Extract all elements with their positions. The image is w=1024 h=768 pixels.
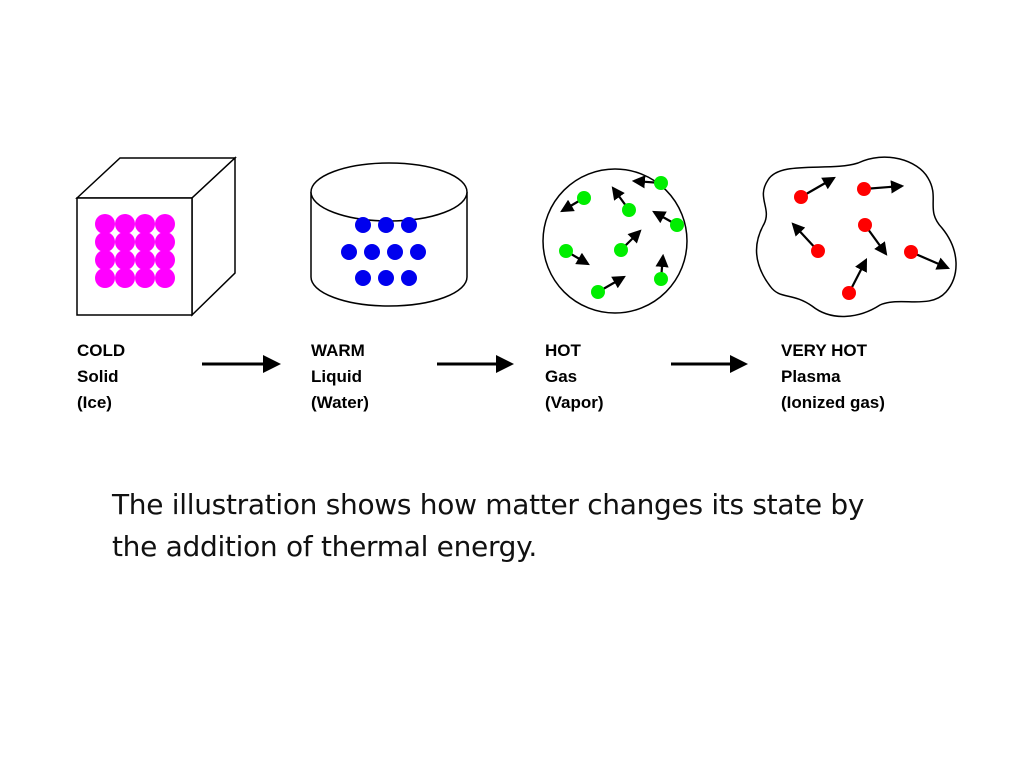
plasma-particles (791, 176, 951, 300)
particle (577, 191, 591, 205)
particle (95, 232, 115, 252)
particle (622, 203, 636, 217)
stage-label-solid: COLD Solid (Ice) (77, 338, 125, 416)
particle (95, 250, 115, 270)
particle (794, 190, 808, 204)
particle (355, 217, 371, 233)
stage-example: (Ionized gas) (781, 393, 885, 412)
particle (155, 232, 175, 252)
gas-particles (559, 175, 684, 299)
stage-example: (Vapor) (545, 393, 604, 412)
particle (904, 245, 918, 259)
states-of-matter-diagram (75, 156, 957, 373)
particle (614, 243, 628, 257)
stage-example: (Water) (311, 393, 369, 412)
particle (378, 217, 394, 233)
stage-temperature: WARM (311, 341, 365, 360)
stage-state: Liquid (311, 367, 362, 386)
particle (410, 244, 426, 260)
particle (364, 244, 380, 260)
particle (135, 214, 155, 234)
particle (115, 214, 135, 234)
particle (115, 250, 135, 270)
particle (135, 268, 155, 288)
particle (401, 270, 417, 286)
particle (401, 217, 417, 233)
particle (811, 244, 825, 258)
stage-label-plasma: VERY HOT Plasma (Ionized gas) (781, 338, 885, 416)
stage-state: Plasma (781, 367, 841, 386)
particle (559, 244, 573, 258)
particle (155, 214, 175, 234)
particle (341, 244, 357, 260)
stage-temperature: VERY HOT (781, 341, 867, 360)
particle (654, 272, 668, 286)
solid-cube (75, 156, 237, 317)
particle (135, 250, 155, 270)
particle (654, 176, 668, 190)
particle (115, 232, 135, 252)
caption-text: The illustration shows how matter change… (112, 488, 865, 563)
stage-label-gas: HOT Gas (Vapor) (545, 338, 604, 416)
liquid-particles (341, 217, 426, 286)
stage-label-liquid: WARM Liquid (Water) (311, 338, 369, 416)
stage-example: (Ice) (77, 393, 112, 412)
particle (858, 218, 872, 232)
gas-container (542, 168, 688, 314)
particle (355, 270, 371, 286)
particle (670, 218, 684, 232)
particle (857, 182, 871, 196)
particle (155, 250, 175, 270)
liquid-container (310, 162, 468, 307)
particle (135, 232, 155, 252)
particle (387, 244, 403, 260)
solid-particles (95, 214, 175, 288)
particle (155, 268, 175, 288)
particle (95, 268, 115, 288)
particle (842, 286, 856, 300)
particle (591, 285, 605, 299)
stage-state: Gas (545, 367, 578, 386)
stage-temperature: COLD (77, 341, 126, 360)
particle (95, 214, 115, 234)
stage-state: Solid (77, 367, 119, 386)
stage-temperature: HOT (545, 341, 581, 360)
particle (378, 270, 394, 286)
plasma-container (755, 156, 957, 318)
particle (115, 268, 135, 288)
